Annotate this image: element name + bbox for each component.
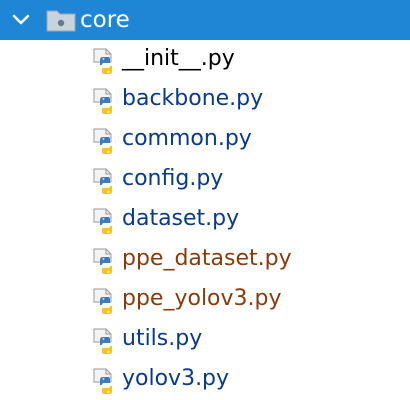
chevron-down-icon[interactable] xyxy=(10,10,32,30)
python-file-icon xyxy=(93,248,112,274)
python-file-icon xyxy=(93,208,112,234)
python-file-icon xyxy=(93,288,112,314)
file-name: common.py xyxy=(122,126,252,151)
file-row[interactable]: ppe_yolov3.py xyxy=(0,280,410,320)
file-row[interactable]: ppe_dataset.py xyxy=(0,240,410,280)
file-name: config.py xyxy=(122,166,224,191)
file-name: __init__.py xyxy=(122,46,235,71)
python-file-icon xyxy=(93,48,112,74)
python-file-icon xyxy=(93,168,112,194)
file-name: yolov3.py xyxy=(122,366,230,391)
file-row[interactable]: __init__.py xyxy=(0,40,410,80)
file-name: ppe_yolov3.py xyxy=(122,286,282,311)
file-name: utils.py xyxy=(122,326,203,351)
file-row[interactable]: common.py xyxy=(0,120,410,160)
file-row[interactable]: backbone.py xyxy=(0,80,410,120)
file-row[interactable]: yolov3.py xyxy=(0,360,410,400)
file-row[interactable]: config.py xyxy=(0,160,410,200)
python-file-icon xyxy=(93,128,112,154)
file-name: dataset.py xyxy=(122,206,240,231)
file-row[interactable]: dataset.py xyxy=(0,200,410,240)
file-name: ppe_dataset.py xyxy=(122,246,292,271)
folder-row-core[interactable]: core xyxy=(0,0,410,40)
folder-icon xyxy=(46,10,76,32)
python-file-icon xyxy=(93,88,112,114)
python-file-icon xyxy=(93,328,112,354)
python-file-icon xyxy=(93,368,112,394)
file-name: backbone.py xyxy=(122,86,264,111)
folder-name: core xyxy=(80,7,130,33)
file-row[interactable]: utils.py xyxy=(0,320,410,360)
